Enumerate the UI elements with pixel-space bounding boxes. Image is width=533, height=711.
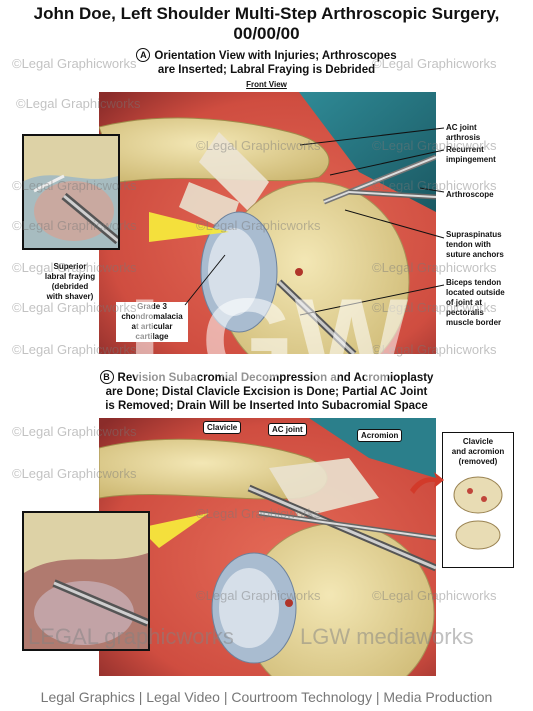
red-arrow-icon bbox=[410, 472, 444, 494]
panel-b-line-1: Revision Subacromial Decompression and A… bbox=[117, 372, 434, 384]
title-line-1: John Doe, Left Shoulder Multi-Step Arthr… bbox=[33, 4, 500, 23]
shoulder-decompression-drawing bbox=[99, 418, 436, 676]
panel-a-letter: A bbox=[136, 48, 151, 62]
tag-acromion: Acromion bbox=[357, 429, 403, 442]
panel-a-illustration bbox=[99, 92, 436, 354]
lgw-logo-watermark: LGW bbox=[128, 282, 409, 402]
page-title: John Doe, Left Shoulder Multi-Step Arthr… bbox=[0, 4, 533, 44]
labral-inset-image bbox=[22, 134, 120, 250]
brand-watermark-left: LEGAL graphicworks bbox=[28, 624, 234, 649]
shoulder-front-view-drawing bbox=[99, 92, 436, 354]
labral-inset-drawing bbox=[24, 136, 118, 248]
footer-text: Legal Graphics | Legal Video | Courtroom… bbox=[40, 689, 493, 705]
title-line-2: 00/00/00 bbox=[233, 24, 300, 43]
decompression-inset-drawing bbox=[24, 513, 148, 649]
panel-b-illustration bbox=[99, 418, 436, 676]
label-arthroscope: Arthroscope bbox=[446, 190, 494, 199]
removed-bone-drawing bbox=[453, 476, 503, 550]
brand-watermark-right: LGW mediaworks bbox=[300, 624, 474, 649]
panel-a-line-1: Orientation View with Injuries; Arthrosc… bbox=[154, 50, 397, 62]
tag-ac-joint: AC joint bbox=[268, 423, 307, 436]
tag-clavicle: Clavicle bbox=[203, 421, 242, 434]
front-view-label: Front View bbox=[246, 80, 287, 89]
panel-b-line-3: is Removed; Drain Will be Inserted Into … bbox=[105, 400, 428, 412]
panel-a-line-2: are Inserted; Labral Fraying is Debrided bbox=[157, 64, 376, 76]
panel-b-letter: B bbox=[99, 370, 114, 384]
decompression-inset-image bbox=[22, 511, 150, 651]
svg-text:LGW: LGW bbox=[128, 282, 409, 402]
panel-b-line-2: are Done; Distal Clavicle Excision is Do… bbox=[105, 386, 428, 398]
